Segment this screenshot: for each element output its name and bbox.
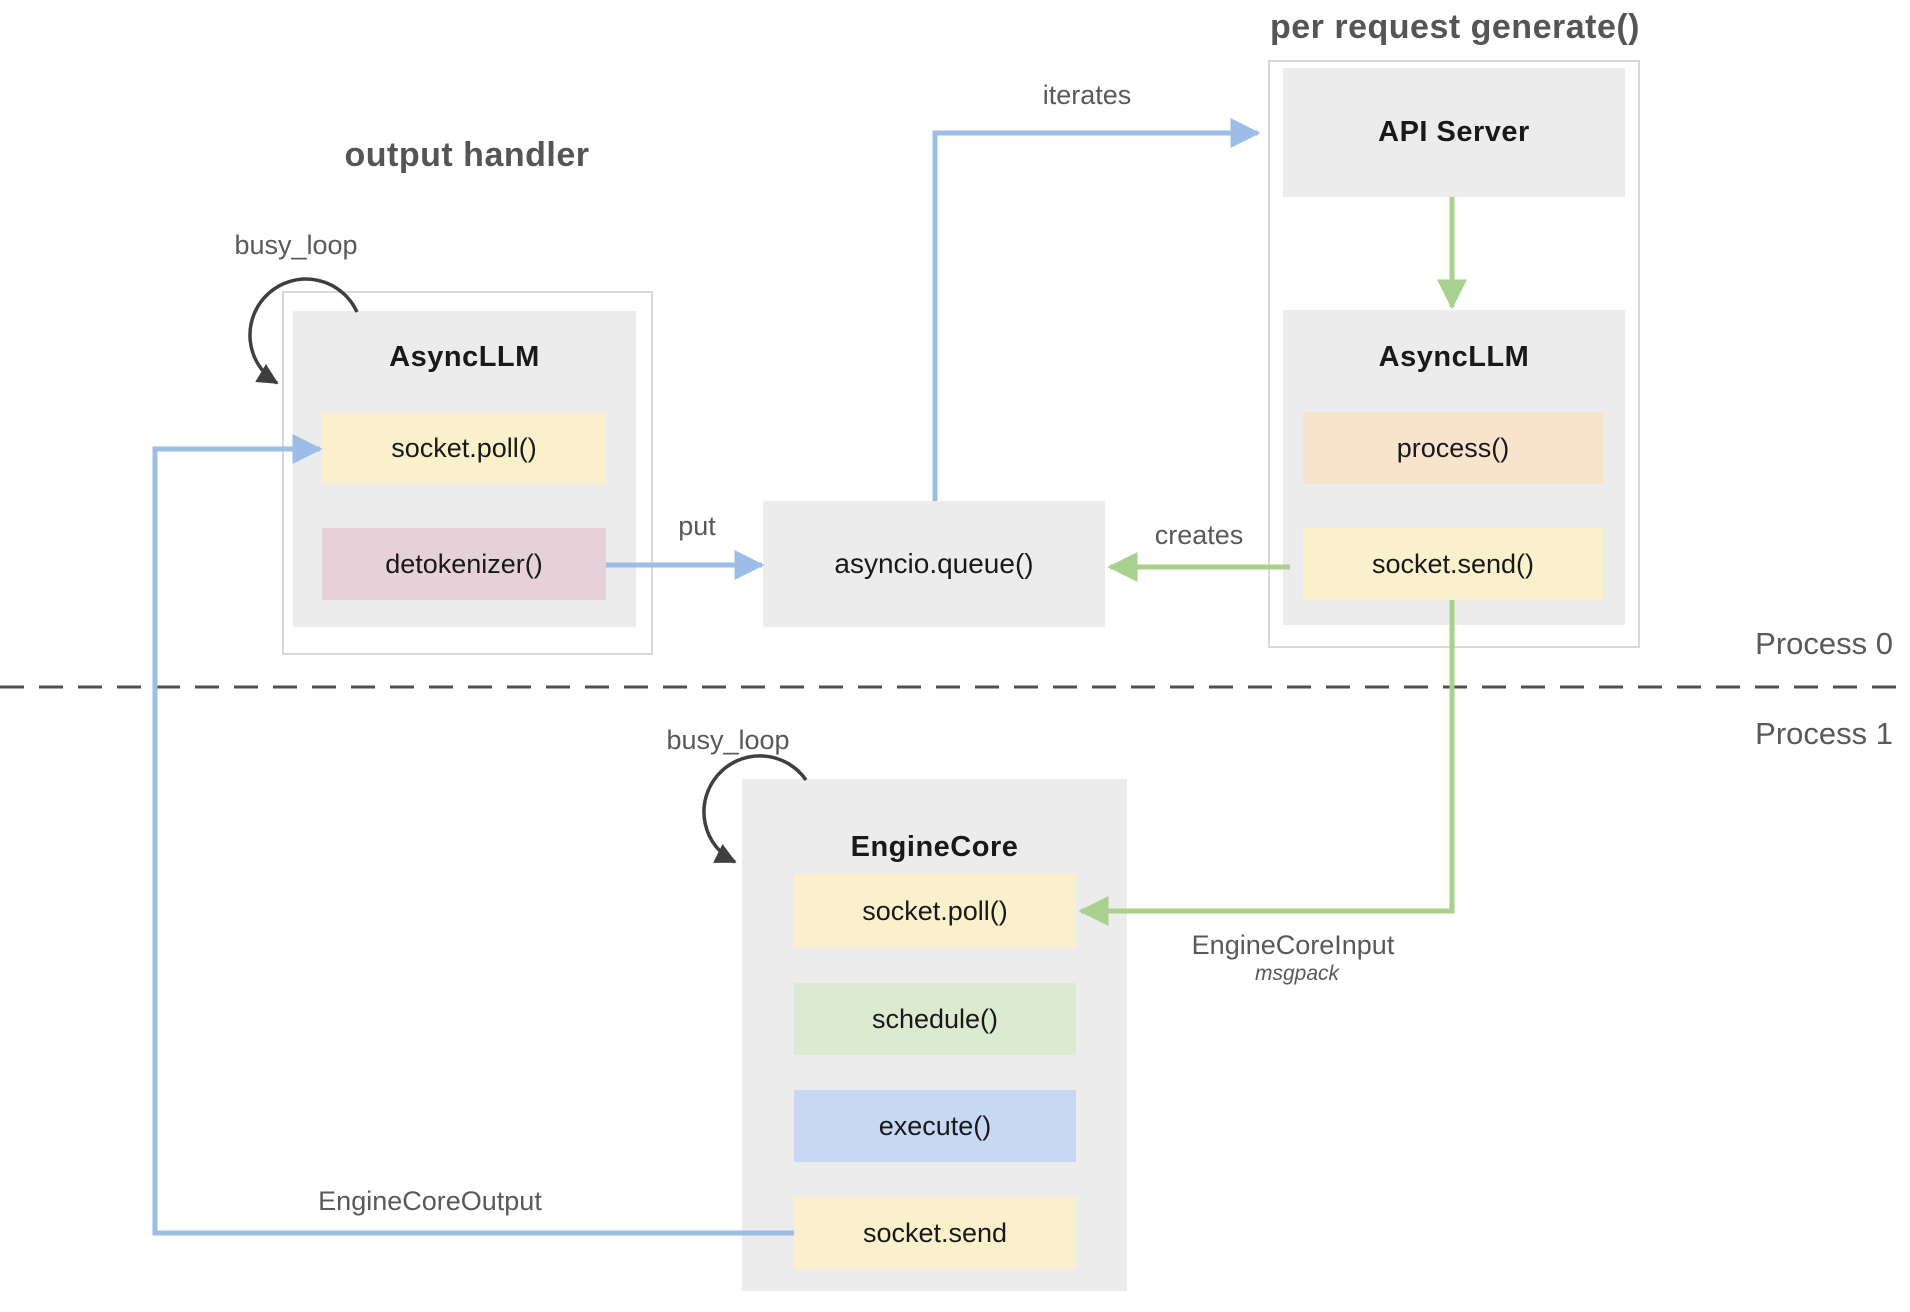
process-1-label: Process 1 — [1755, 716, 1893, 751]
creates-label: creates — [1154, 520, 1244, 550]
busy-loop-label-output-handler: busy_loop — [234, 230, 358, 260]
async-llm-request-process-box: process() — [1303, 412, 1603, 484]
put-label: put — [678, 511, 716, 541]
iterates-arrow — [932, 118, 1261, 501]
iterates-label: iterates — [1042, 80, 1132, 110]
async-llm-request-title: AsyncLLM — [1378, 341, 1530, 373]
process-0-label: Process 0 — [1755, 626, 1893, 661]
engine-core-input-label: EngineCoreInput — [1191, 930, 1395, 960]
async-llm-output-title: AsyncLLM — [389, 341, 540, 373]
engine-core-title: EngineCore — [850, 831, 1019, 863]
engine-core-execute-box: execute() — [794, 1090, 1076, 1162]
msgpack-label: msgpack — [1254, 962, 1340, 985]
per-request-generate-title: per request generate() — [1270, 8, 1640, 46]
async-llm-request-socket-send-box: socket.send() — [1303, 528, 1603, 600]
engine-core-output-label: EngineCoreOutput — [318, 1186, 542, 1216]
engine-core-schedule-box: schedule() — [794, 983, 1076, 1055]
output-handler-title: output handler — [344, 136, 590, 174]
engine-core-socket-send-box: socket.send — [794, 1197, 1076, 1269]
async-llm-output-detokenizer-box: detokenizer() — [322, 528, 606, 600]
engine-core-socket-poll-box: socket.poll() — [794, 874, 1076, 948]
api-server-box: API Server — [1283, 68, 1625, 197]
asyncio-queue-box: asyncio.queue() — [763, 501, 1105, 627]
busy-loop-label-engine-core: busy_loop — [666, 725, 790, 755]
async-llm-output-socket-poll-box: socket.poll() — [322, 413, 606, 484]
